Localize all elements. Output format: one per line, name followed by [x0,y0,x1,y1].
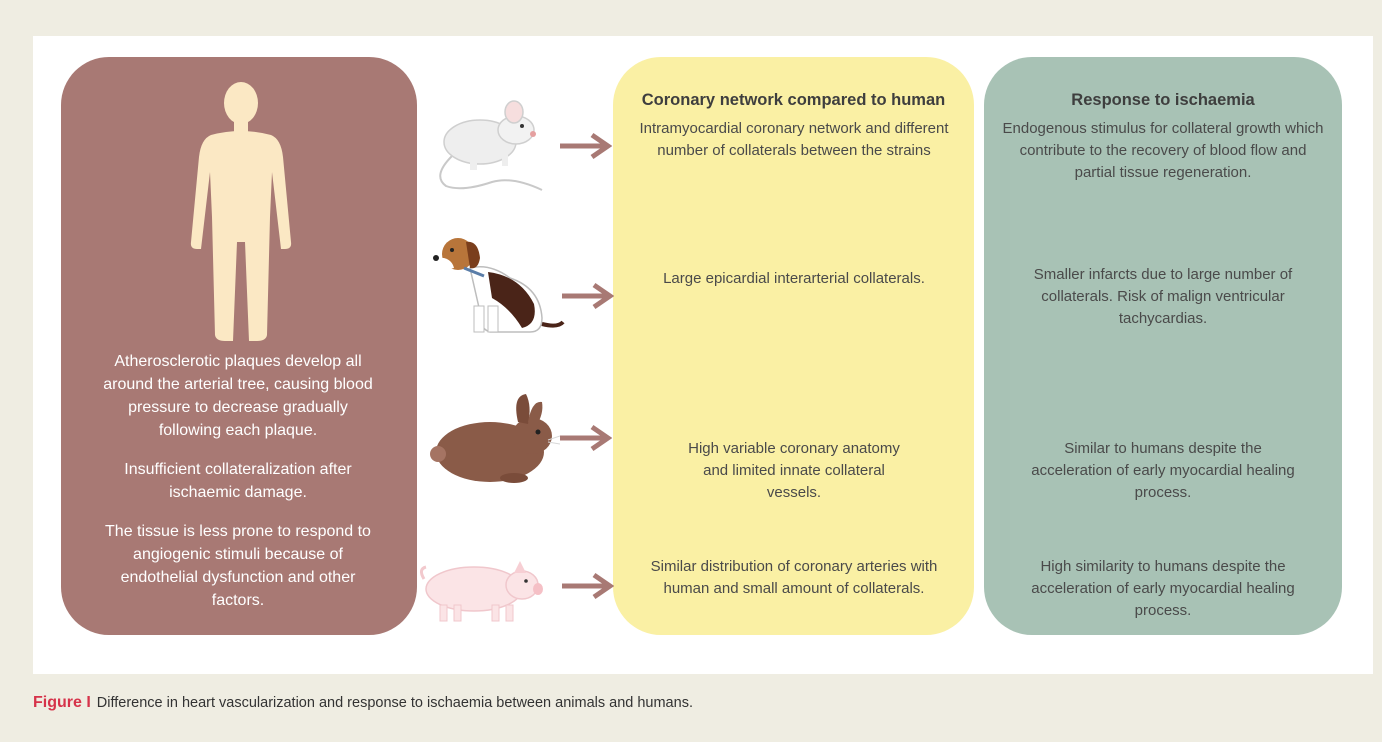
coronary-network-column [613,57,974,635]
human-paragraph-1: Atherosclerotic plaques develop all arou… [103,353,373,439]
human-description: Atherosclerotic plaques develop all arou… [99,350,377,628]
response-column-title: Response to ischaemia [1071,91,1255,109]
response-cell-dog: Smaller infarcts due to large number of … [1033,266,1293,327]
arrow-icon [562,282,614,310]
arrow-icon [560,424,612,452]
response-cell-mouse: Endogenous stimulus for collateral growt… [1002,120,1324,181]
caption-label: Figure I [33,694,91,711]
coronary-column-title: Coronary network compared to human [641,91,946,109]
human-paragraph-2: Insufficient collateralization after isc… [124,461,352,501]
human-paragraph-3: The tissue is less prone to respond to a… [105,523,371,609]
coronary-cell-mouse: Intramyocardial coronary network and dif… [639,120,949,159]
caption-text: Difference in heart vascularization and … [96,695,693,711]
response-cell-pig: High similarity to humans despite the ac… [1031,558,1295,619]
response-cell-rabbit: Similar to humans despite the accelerati… [1031,440,1295,501]
arrow-icon [560,132,612,160]
coronary-cell-dog: Large epicardial interarterial collatera… [663,270,925,287]
arrow-icon [562,572,614,600]
figure-caption: Figure I Difference in heart vascularizat… [33,694,693,712]
pig-icon [419,561,543,622]
rabbit-icon [430,394,560,483]
coronary-cell-pig: Similar distribution of coronary arterie… [650,558,938,597]
human-figure-icon [190,82,292,341]
coronary-cell-rabbit: High variable coronary anatomy and limit… [688,440,900,501]
dog-icon [433,238,565,333]
mouse-icon [439,100,543,191]
response-column [984,57,1342,635]
